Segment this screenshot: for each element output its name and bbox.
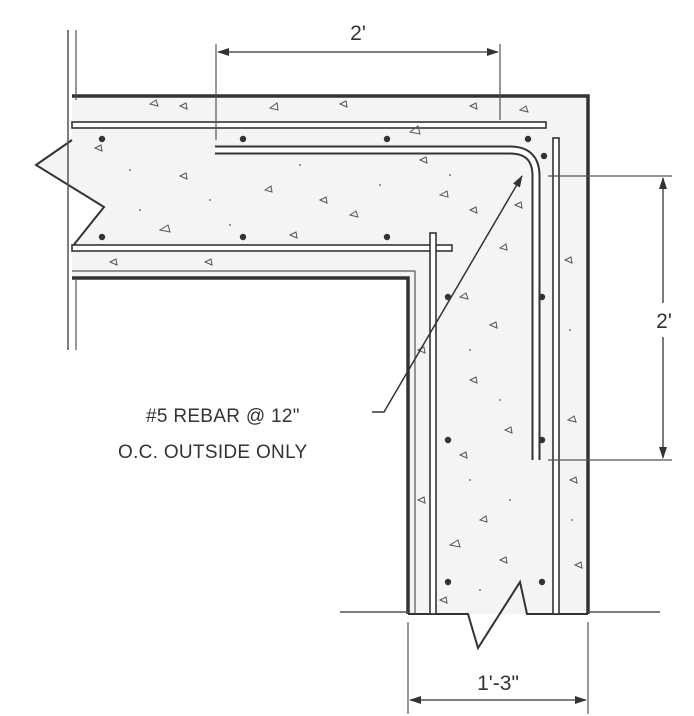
- concrete-speckle: [129, 164, 573, 591]
- corner-bent-rebar-core: [215, 147, 539, 460]
- wall-inside-rebar: [429, 232, 437, 615]
- top-outside-rebar: [71, 121, 547, 129]
- top-dimension-label: 2': [350, 22, 366, 45]
- right-dimension-label: 2': [656, 310, 672, 333]
- bottom-break-line: [408, 579, 588, 651]
- left-break-line: [34, 139, 106, 248]
- wall-outside-rebar: [552, 137, 560, 615]
- outside-face-outline: [72, 94, 590, 614]
- rebar-note-line-1: #5 REBAR @ 12": [146, 406, 300, 427]
- concrete-l-section: [36, 96, 588, 614]
- concrete-aggregate-texture: [93, 99, 583, 604]
- bottom-dimension-label: 1'-3": [477, 672, 519, 695]
- note-leader-line: [372, 175, 523, 413]
- right-dim-label-gap: [648, 303, 680, 337]
- rebar-note-line-2: O.C. OUTSIDE ONLY: [118, 442, 308, 463]
- slab-inside-rebar: [71, 244, 453, 252]
- rebar-section-dots: [98, 135, 548, 586]
- inside-face-outline: [72, 276, 410, 614]
